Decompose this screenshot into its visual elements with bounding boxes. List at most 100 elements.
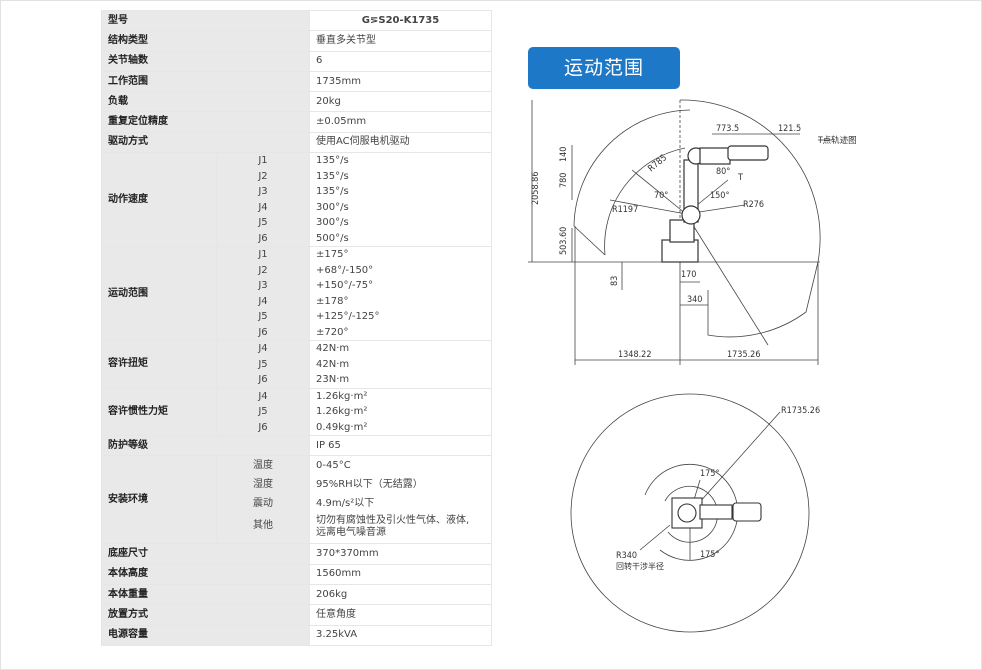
t-label: T — [737, 173, 743, 183]
joint-label: J4 — [258, 295, 268, 307]
spec-label: 安装环境 — [101, 455, 217, 545]
robot-joint-icon — [681, 205, 701, 225]
spec-label: 工作范围 — [101, 70, 310, 93]
env-value: 切勿有腐蚀性及引火性气体、液体,远离电气噪音源 — [316, 513, 485, 543]
spec-row-structure: 结构类型 垂直多关节型 — [101, 30, 492, 52]
spec-label: 结构类型 — [101, 30, 310, 52]
robot-top-joint-icon — [677, 503, 697, 523]
radius-label: R785 — [647, 153, 670, 174]
joint-value: 23N·m — [316, 374, 350, 386]
joint-label: J4 — [258, 343, 268, 355]
joint-label: J5 — [258, 217, 268, 229]
dim-label: 773.5 — [716, 124, 739, 134]
dim-label: 503.60 — [559, 227, 569, 255]
joint-value: 1.26kg·m² — [316, 390, 368, 402]
dim-label: 340 — [687, 295, 702, 305]
radius-lines — [609, 169, 769, 346]
joint-value: 135°/s — [316, 170, 349, 182]
joint-value: 0.49kg·m² — [316, 421, 368, 433]
spec-value: IP 65 — [309, 435, 492, 457]
spec-row-payload: 负载 20kg — [101, 91, 492, 113]
spec-value: 垂直多关节型 — [309, 30, 492, 52]
spec-row-mounting: 放置方式 任意角度 — [101, 604, 492, 626]
spec-row-work-range: 工作范围 1735mm — [101, 70, 492, 93]
spec-row-inertia: 容许惯性力矩 J4 J5 J6 1.26kg·m² 1.26kg·m² 0.49… — [101, 387, 492, 437]
spec-label: 关节轴数 — [101, 50, 310, 72]
spec-label: 放置方式 — [101, 604, 310, 626]
joint-list: J4 J5 J6 — [216, 340, 310, 389]
joint-label: J5 — [258, 358, 268, 370]
env-value: 95%RH以下（无结露） — [316, 479, 423, 491]
radius-line — [689, 411, 781, 514]
envelope-edge — [573, 225, 606, 256]
spec-label: 运动范围 — [101, 246, 217, 342]
joint-value: 135°/s — [316, 186, 349, 198]
spec-value: 1735mm — [309, 70, 492, 93]
dim-label: 170 — [681, 270, 696, 280]
motion-range-drawing: 773.5 121.5 T点轨迹图 T R785 R1197 R276 70° … — [528, 99, 857, 633]
joint-list: J1 J2 J3 J4 J5 J6 — [216, 246, 310, 342]
radius-label: R276 — [743, 200, 764, 210]
joint-label: J1 — [258, 155, 268, 167]
joint-label: J1 — [258, 249, 268, 261]
env-label: 其他 — [253, 520, 273, 532]
env-value-line: 切勿有腐蚀性及引火性气体、液体, — [316, 515, 470, 527]
joint-label: J5 — [258, 406, 268, 418]
joint-label: J4 — [258, 390, 268, 402]
joint-values: 135°/s 135°/s 135°/s 300°/s 300°/s 500°/… — [309, 152, 492, 248]
spec-row-repeatability: 重复定位精度 ±0.05mm — [101, 111, 492, 133]
robot-forearm-icon — [699, 147, 731, 165]
spec-row-power: 电源容量 3.25kVA — [101, 624, 492, 646]
r340-leader — [639, 524, 671, 551]
inner-envelope — [604, 147, 686, 256]
joint-values: 1.26kg·m² 1.26kg·m² 0.49kg·m² — [309, 387, 492, 437]
robot-waist-icon — [669, 219, 695, 243]
mid-envelope — [573, 109, 691, 227]
spec-value: 6 — [309, 50, 492, 72]
r340-note: 回转干涉半径 — [616, 561, 664, 571]
env-list: 温度 湿度 震动 其他 — [216, 455, 310, 545]
spec-value: 1560mm — [309, 563, 492, 585]
spec-row-axes: 关节轴数 6 — [101, 50, 492, 72]
joint-value: ±178° — [316, 295, 349, 307]
spec-row-environment: 安装环境 温度 湿度 震动 其他 0-45°C 95%RH以下（无结露） 4.9… — [101, 455, 492, 545]
spec-value: G⋝S20-K1735 — [309, 9, 492, 32]
spec-label: 防护等级 — [101, 435, 310, 457]
joint-label: J6 — [258, 374, 268, 386]
joint-label: J2 — [258, 170, 268, 182]
joint-value: ±175° — [316, 249, 349, 261]
robot-wrist-icon — [727, 145, 769, 161]
env-values: 0-45°C 95%RH以下（无结露） 4.9m/s²以下 切勿有腐蚀性及引火性… — [309, 455, 492, 545]
joint-value: +125°/-125° — [316, 311, 380, 323]
joint-values: 42N·m 42N·m 23N·m — [309, 340, 492, 389]
angle-label: 70° — [654, 191, 668, 201]
dim-label: 83 — [610, 276, 620, 286]
spec-row-model: 型号 G⋝S20-K1735 — [101, 9, 492, 32]
spec-value: 370*370mm — [309, 543, 492, 565]
joint-value: 300°/s — [316, 217, 349, 229]
joint-value: 42N·m — [316, 343, 350, 355]
robot-top-wrist-icon — [732, 502, 762, 522]
joint-list: J1 J2 J3 J4 J5 J6 — [216, 152, 310, 248]
spec-row-drive: 驱动方式 使用AC伺服电机驱动 — [101, 131, 492, 154]
spec-label: 重复定位精度 — [101, 111, 310, 133]
joint-value: 1.26kg·m² — [316, 406, 368, 418]
joint-value: ±720° — [316, 326, 349, 338]
spec-row-base-size: 底座尺寸 370*370mm — [101, 543, 492, 565]
env-label: 湿度 — [253, 479, 273, 491]
radius-label: R1735.26 — [781, 406, 820, 416]
joint-label: J6 — [258, 232, 268, 244]
joint-label: J6 — [258, 421, 268, 433]
spec-value: 使用AC伺服电机驱动 — [309, 131, 492, 154]
spec-value: 任意角度 — [309, 604, 492, 626]
joint-values: ±175° +68°/-150° +150°/-75° ±178° +125°/… — [309, 246, 492, 342]
spec-value: 3.25kVA — [309, 624, 492, 646]
spec-row-height: 本体高度 1560mm — [101, 563, 492, 585]
joint-list: J4 J5 J6 — [216, 387, 310, 437]
angle-label: 175° — [700, 550, 720, 560]
spec-label: 负载 — [101, 91, 310, 113]
dim-label: 121.5 — [778, 124, 801, 134]
joint-label: J6 — [258, 326, 268, 338]
outer-circle — [570, 393, 810, 633]
env-label: 温度 — [253, 460, 273, 472]
